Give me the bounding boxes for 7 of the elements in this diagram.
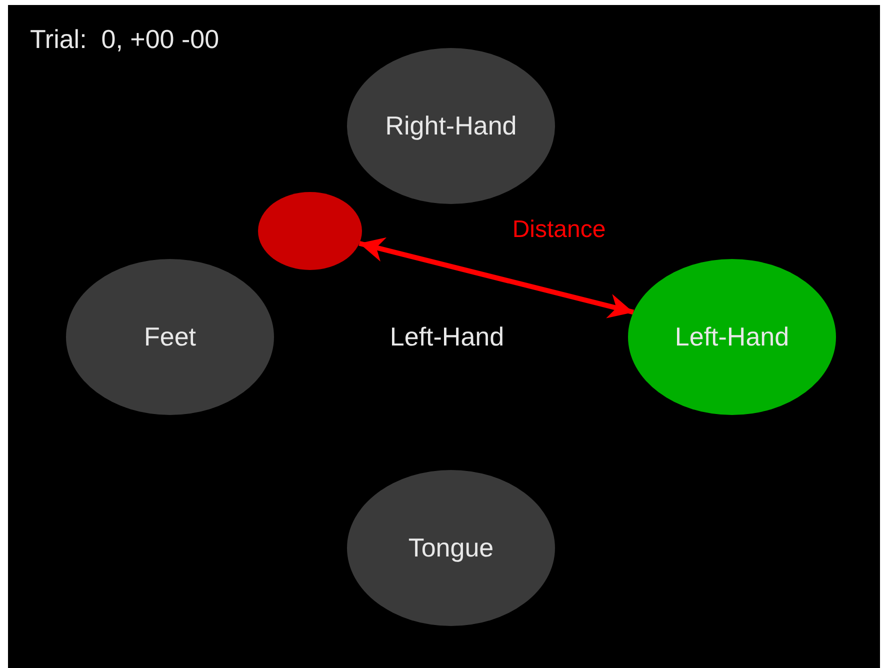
class-label: Left-Hand [674,322,790,352]
class-label: Tongue [407,532,495,564]
class-label: Feet [142,322,198,352]
class-label: Right-Hand [384,110,518,142]
trial-status-text: Trial: 0, +00 -00 [30,24,220,55]
target-class-text: Left-Hand [390,322,504,352]
double-arrow [358,237,634,318]
